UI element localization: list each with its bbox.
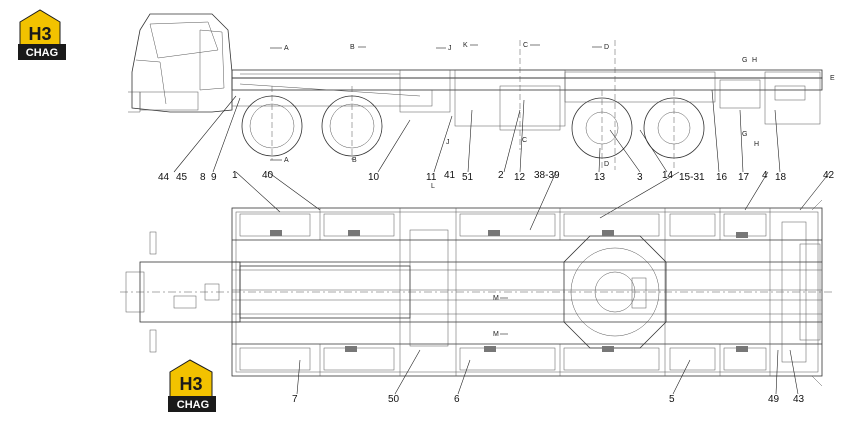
section-label: A — [284, 157, 289, 164]
section-label: H — [752, 57, 757, 64]
logo-text: CHAG — [177, 399, 209, 411]
callout-number: 9 — [211, 172, 217, 183]
callout-number: 38-39 — [534, 170, 560, 181]
logo-text: CHAG — [26, 47, 58, 59]
callout-number: 5 — [669, 394, 675, 405]
side-callouts: 44 45 8 9 1 40 10 11 41 51 2 12 38-39 13… — [158, 89, 835, 231]
callout-number: 41 — [444, 170, 456, 181]
callout-number: 12 — [514, 172, 526, 183]
section-label: M — [493, 331, 499, 338]
callout-number: 50 — [388, 394, 400, 405]
callout-number: 18 — [775, 172, 787, 183]
callout-number: 14 — [662, 170, 674, 181]
callout-number: 10 — [368, 172, 380, 183]
side-section-markers: A B J K C D G H E A B J C D G H L — [270, 42, 835, 190]
section-label: G — [742, 131, 747, 138]
top-callouts: 7 50 6 5 49 43 — [292, 349, 805, 405]
side-wheels — [241, 95, 705, 159]
logo-mark: H3 — [28, 24, 51, 44]
section-label: A — [284, 45, 289, 52]
callout-number: 8 — [200, 172, 206, 183]
callout-number: 44 — [158, 172, 170, 183]
callout-number: 49 — [768, 394, 780, 405]
section-label: C — [522, 137, 527, 144]
logo-bottom: H3 CHAG — [168, 359, 216, 412]
section-label: B — [352, 157, 357, 164]
callout-number: 17 — [738, 172, 750, 183]
section-label: E — [830, 75, 835, 82]
section-label: H — [754, 141, 759, 148]
section-label: K — [463, 42, 468, 49]
section-label: B — [350, 44, 355, 51]
section-label: J — [446, 139, 450, 146]
section-label: C — [523, 42, 528, 49]
callout-number: 40 — [262, 170, 274, 181]
callout-number: 15-31 — [679, 172, 705, 183]
callout-number: 42 — [823, 170, 835, 181]
callout-number: 7 — [292, 394, 298, 405]
callout-number: 43 — [793, 394, 805, 405]
section-label: J — [448, 45, 452, 52]
logo-top: H3 CHAG — [18, 9, 66, 60]
top-view — [120, 199, 835, 387]
callout-number: 11 — [426, 172, 437, 183]
callout-number: 3 — [637, 172, 643, 183]
top-section-markers: M M — [493, 295, 508, 338]
section-label: G — [742, 57, 747, 64]
callout-number: 6 — [454, 394, 460, 405]
callout-number: 13 — [594, 172, 606, 183]
section-label: M — [493, 295, 499, 302]
side-view — [128, 13, 823, 170]
callout-number: 2 — [498, 170, 504, 181]
callout-number: 1 — [232, 170, 238, 181]
callout-number: 51 — [462, 172, 474, 183]
callout-number: 4 — [762, 170, 768, 181]
logo-mark: H3 — [179, 374, 202, 394]
section-label: D — [604, 161, 609, 168]
section-label: D — [604, 44, 609, 51]
callout-number: 16 — [716, 172, 728, 183]
callout-number: 45 — [176, 172, 188, 183]
section-label: L — [431, 183, 435, 190]
